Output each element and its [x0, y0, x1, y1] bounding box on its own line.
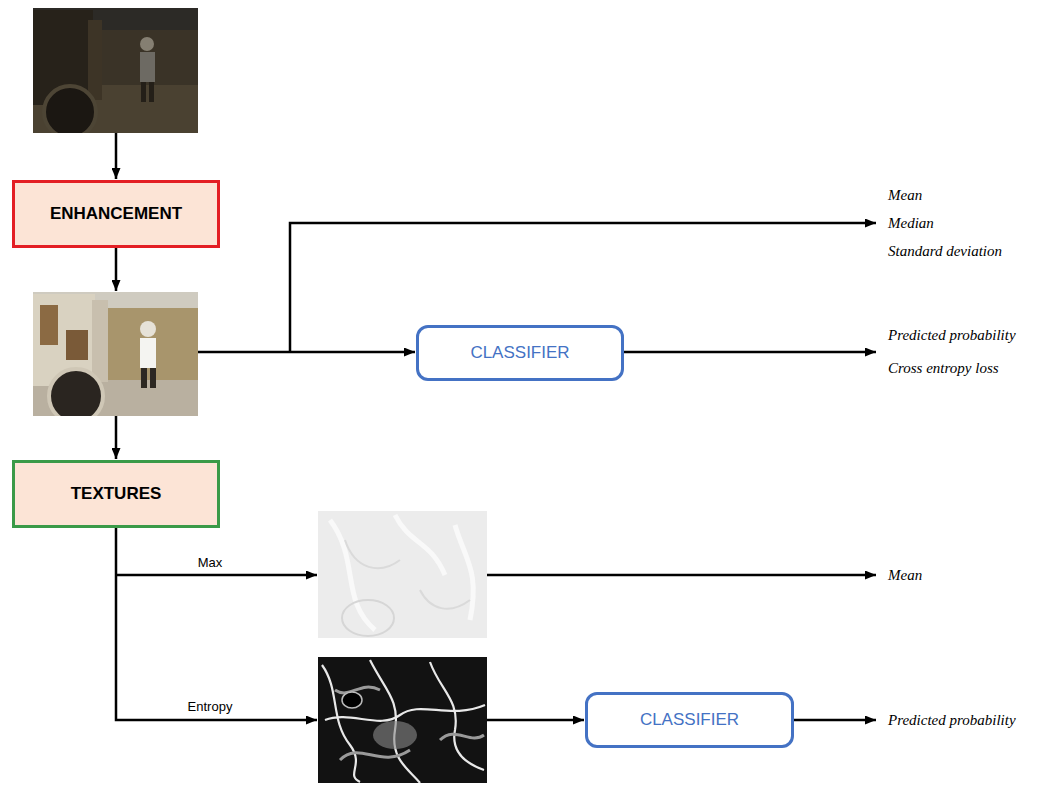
texture-blob	[373, 721, 417, 749]
flow-arrow	[116, 574, 317, 577]
input-photo	[33, 8, 198, 133]
truck-pole	[88, 20, 102, 100]
truck-pole	[92, 300, 108, 382]
flow-arrow	[116, 528, 317, 720]
flow-arrow	[198, 351, 415, 354]
output-metric: Median	[888, 214, 934, 232]
child-head	[140, 321, 156, 337]
classifier-box: CLASSIFIER	[585, 692, 794, 748]
truck-tire	[49, 369, 103, 416]
branch-label: Entropy	[188, 699, 233, 715]
child-leg	[141, 82, 146, 102]
output-metric: Cross entropy loss	[888, 359, 999, 377]
enhancement-box: ENHANCEMENT	[12, 180, 220, 248]
child-leg	[150, 368, 156, 388]
node-label: CLASSIFIER	[640, 710, 739, 730]
texture-stroke	[322, 660, 485, 783]
node-label: ENHANCEMENT	[50, 204, 182, 224]
texture-blob	[342, 692, 362, 708]
flow-arrow	[794, 719, 876, 722]
node-label: TEXTURES	[71, 484, 162, 504]
child-head	[140, 37, 154, 51]
node-label: CLASSIFIER	[470, 343, 569, 363]
flow-arrow	[115, 248, 118, 291]
classifier-box: CLASSIFIER	[416, 325, 624, 381]
output-metric: Mean	[888, 566, 922, 584]
texture-stroke	[345, 540, 470, 609]
texture-stroke	[330, 515, 473, 630]
flow-arrows	[116, 133, 876, 720]
max-texture-map	[318, 511, 487, 638]
output-metric: Predicted probability	[888, 326, 1016, 344]
child-shirt	[140, 338, 156, 368]
output-metric: Mean	[888, 186, 922, 204]
output-metric: Standard deviation	[888, 242, 1002, 260]
flow-arrow	[487, 719, 584, 722]
flow-arrow	[115, 133, 118, 179]
flow-arrow	[487, 574, 876, 577]
truck-tire	[44, 86, 96, 133]
texture-ground	[318, 511, 487, 638]
texture-ground	[318, 657, 487, 783]
output-metric: Predicted probability	[888, 711, 1016, 729]
child-leg	[149, 82, 154, 102]
enhanced-photo	[33, 292, 198, 416]
branch-label: Max	[198, 555, 223, 571]
truck-rust	[40, 305, 58, 345]
flow-arrow	[624, 351, 876, 354]
child-leg	[141, 368, 147, 388]
texture-tire	[342, 600, 394, 636]
truck-rust	[66, 330, 88, 360]
entropy-texture-map	[318, 657, 487, 783]
flow-arrow	[115, 416, 118, 459]
child-shirt	[140, 52, 155, 82]
texture-stroke	[335, 687, 484, 760]
textures-box: TEXTURES	[12, 460, 220, 528]
